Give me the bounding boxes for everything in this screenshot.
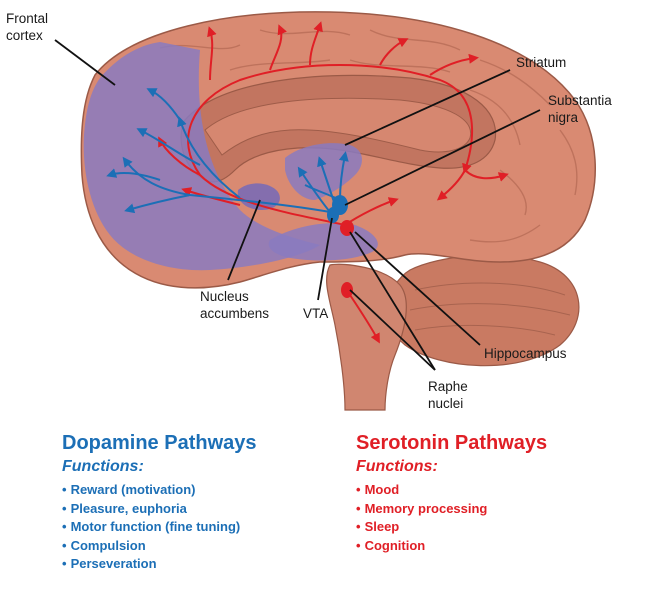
label-raphe-nuclei: Raphe nuclei	[428, 378, 468, 412]
list-item: •Sleep	[356, 519, 400, 534]
label-vta: VTA	[303, 305, 328, 322]
label-frontal-cortex-line2: cortex	[6, 28, 43, 43]
list-item: •Reward (motivation)	[62, 482, 196, 497]
label-hippocampus-line1: Hippocampus	[484, 346, 567, 361]
label-substantia-nigra-line2: nigra	[548, 110, 579, 125]
brain-diagram	[54, 11, 596, 411]
substantia-nigra-leader	[344, 109, 541, 206]
list-item: •Cognition	[356, 537, 426, 553]
hippocampus-leader	[354, 231, 481, 346]
label-nucleus-accumbens: Nucleus accumbens	[200, 288, 269, 322]
label-hippocampus: Hippocampus	[484, 345, 567, 362]
label-nucleus-accumbens-line2: accumbens	[200, 306, 270, 321]
nucleus-accumbens-leader	[227, 199, 261, 281]
striatum-leader	[344, 69, 511, 146]
serotonin-functions-list: •Mood •Memory processing •Sleep •Cogniti…	[356, 481, 547, 555]
list-item: •Pleasure, euphoria	[62, 500, 187, 516]
brainstem	[326, 263, 407, 411]
label-frontal-cortex: Frontal cortex	[6, 10, 48, 44]
list-item: •Perseveration	[62, 556, 157, 571]
list-item: •Memory processing	[356, 500, 488, 516]
label-frontal-cortex-line1: Frontal	[6, 11, 49, 26]
label-raphe-nuclei-line2: nuclei	[428, 396, 464, 411]
label-striatum-line1: Striatum	[516, 55, 567, 70]
dopamine-pathways	[106, 88, 349, 214]
label-nucleus-accumbens-line1: Nucleus	[200, 289, 249, 304]
label-substantia-nigra: Substantia nigra	[548, 92, 612, 126]
serotonin-subtitle: Functions:	[356, 458, 438, 475]
serotonin-title: Serotonin Pathways	[356, 432, 548, 454]
list-item: •Mood	[356, 482, 400, 497]
frontal-cortex-leader	[54, 39, 116, 86]
vta-leader	[317, 217, 333, 301]
label-vta-line1: VTA	[303, 306, 329, 321]
dopamine-title: Dopamine Pathways	[62, 432, 257, 454]
list-item: •Compulsion	[62, 537, 146, 553]
frontal-cortex-region	[83, 42, 321, 271]
raphe-nucleus-lower	[341, 282, 353, 298]
dopamine-subtitle: Functions:	[62, 458, 144, 475]
dopamine-functions-list: •Reward (motivation) •Pleasure, euphoria…	[62, 481, 257, 574]
vta-nucleus	[327, 207, 339, 223]
raphe-nuclei-leader-b	[349, 231, 436, 371]
list-item: •Motor function (fine tuning)	[62, 519, 241, 534]
label-substantia-nigra-line1: Substantia	[548, 93, 612, 108]
label-striatum: Striatum	[516, 54, 566, 71]
label-raphe-nuclei-line1: Raphe	[428, 379, 468, 394]
dopamine-panel: Dopamine Pathways Functions: •Reward (mo…	[62, 430, 257, 574]
raphe-nuclei-leader-a	[349, 289, 436, 371]
serotonin-panel: Serotonin Pathways Functions: •Mood •Mem…	[356, 430, 547, 555]
